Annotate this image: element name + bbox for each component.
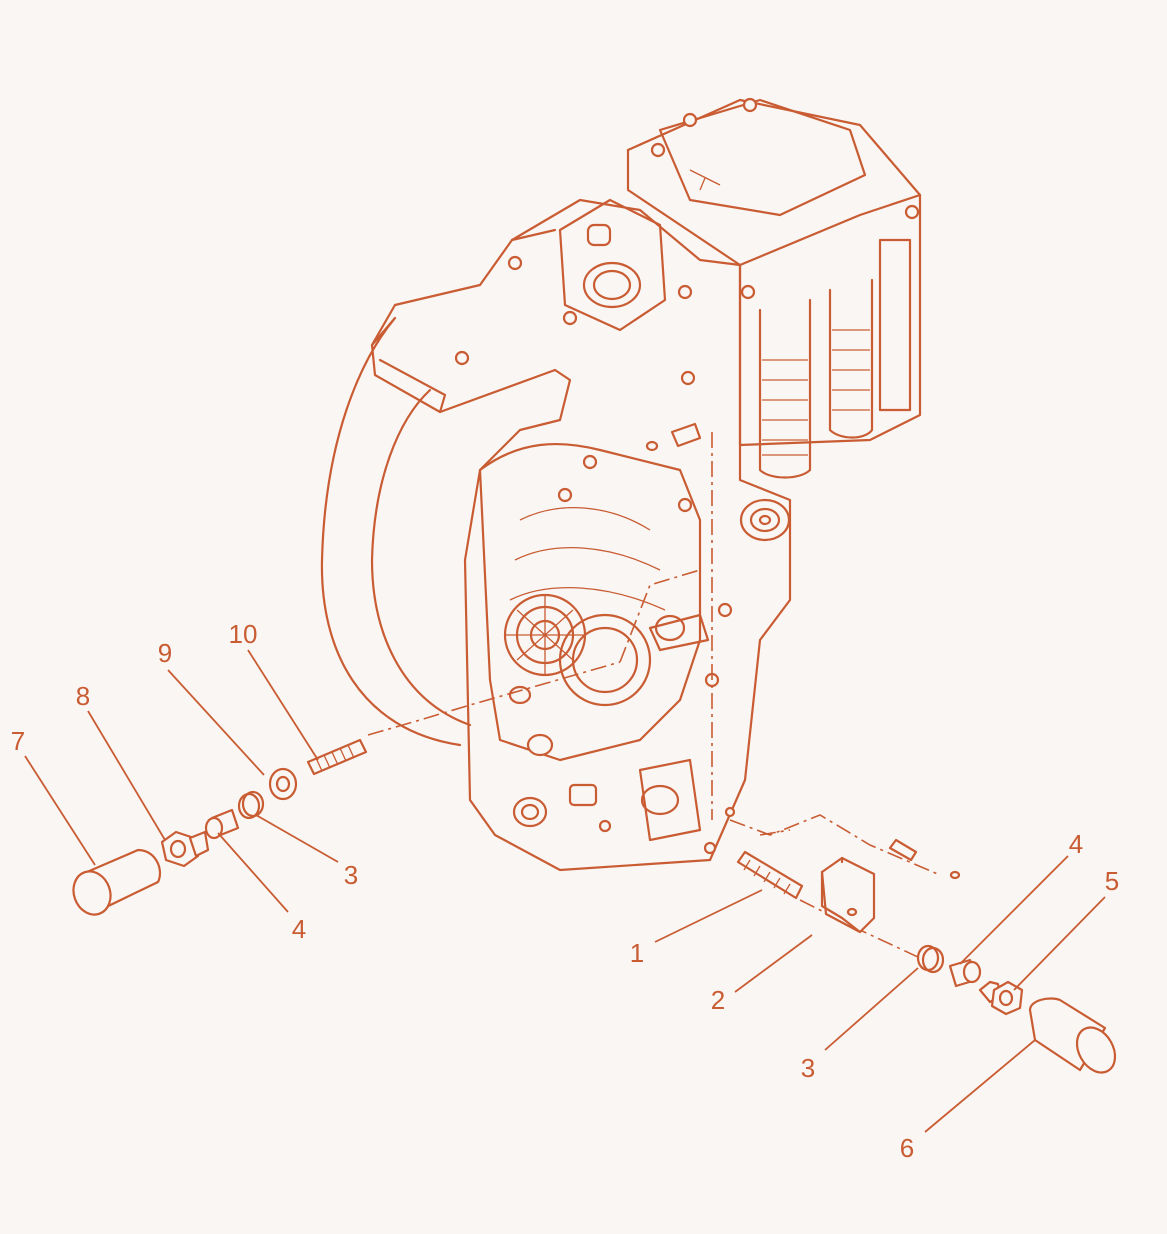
sleeve-part-4-left — [204, 808, 240, 840]
washer-part-9 — [268, 767, 298, 801]
callout-labels: 7 8 9 10 3 4 1 2 3 4 5 6 — [11, 619, 1119, 1163]
leader-6 — [924, 1039, 1036, 1133]
callout-4-right: 4 — [1069, 829, 1083, 859]
callout-9: 9 — [158, 638, 172, 668]
bracket-part-2 — [820, 856, 876, 934]
callout-1: 1 — [630, 938, 644, 968]
callout-7: 7 — [11, 726, 25, 756]
leader-9 — [167, 669, 265, 776]
callout-3-left: 3 — [344, 860, 358, 890]
hex-nut-part-5 — [978, 980, 1024, 1016]
leader-4-left — [217, 832, 289, 913]
callout-4-left: 4 — [292, 914, 306, 944]
axis-lines — [367, 432, 941, 959]
leader-3-right — [824, 967, 919, 1051]
nut-part-3-left — [237, 790, 265, 820]
hex-nut-part-8 — [160, 830, 210, 868]
callout-10: 10 — [229, 619, 258, 649]
cap-part-6 — [1028, 997, 1117, 1074]
cap-part-7 — [72, 848, 162, 916]
engine-assembly — [320, 97, 922, 872]
leader-lines — [24, 649, 1106, 1133]
callout-6: 6 — [900, 1133, 914, 1163]
right-parts — [736, 838, 1117, 1074]
stud-part-10 — [306, 738, 368, 776]
leader-7 — [24, 755, 96, 866]
leader-8 — [87, 710, 166, 841]
leader-1 — [654, 889, 763, 943]
callout-8: 8 — [76, 681, 90, 711]
leader-10 — [247, 649, 319, 761]
nut-part-3-right — [916, 944, 945, 974]
stud-part-1 — [736, 850, 804, 900]
leader-4-right — [959, 855, 1069, 965]
sleeve-part-4-right — [948, 958, 982, 988]
leader-3-left — [255, 814, 339, 863]
small-stud — [888, 838, 961, 880]
callout-2: 2 — [711, 985, 725, 1015]
callout-5: 5 — [1105, 866, 1119, 896]
leader-2 — [734, 934, 813, 993]
left-parts — [72, 738, 368, 916]
callout-3-right: 3 — [801, 1053, 815, 1083]
leader-5 — [1013, 896, 1106, 991]
